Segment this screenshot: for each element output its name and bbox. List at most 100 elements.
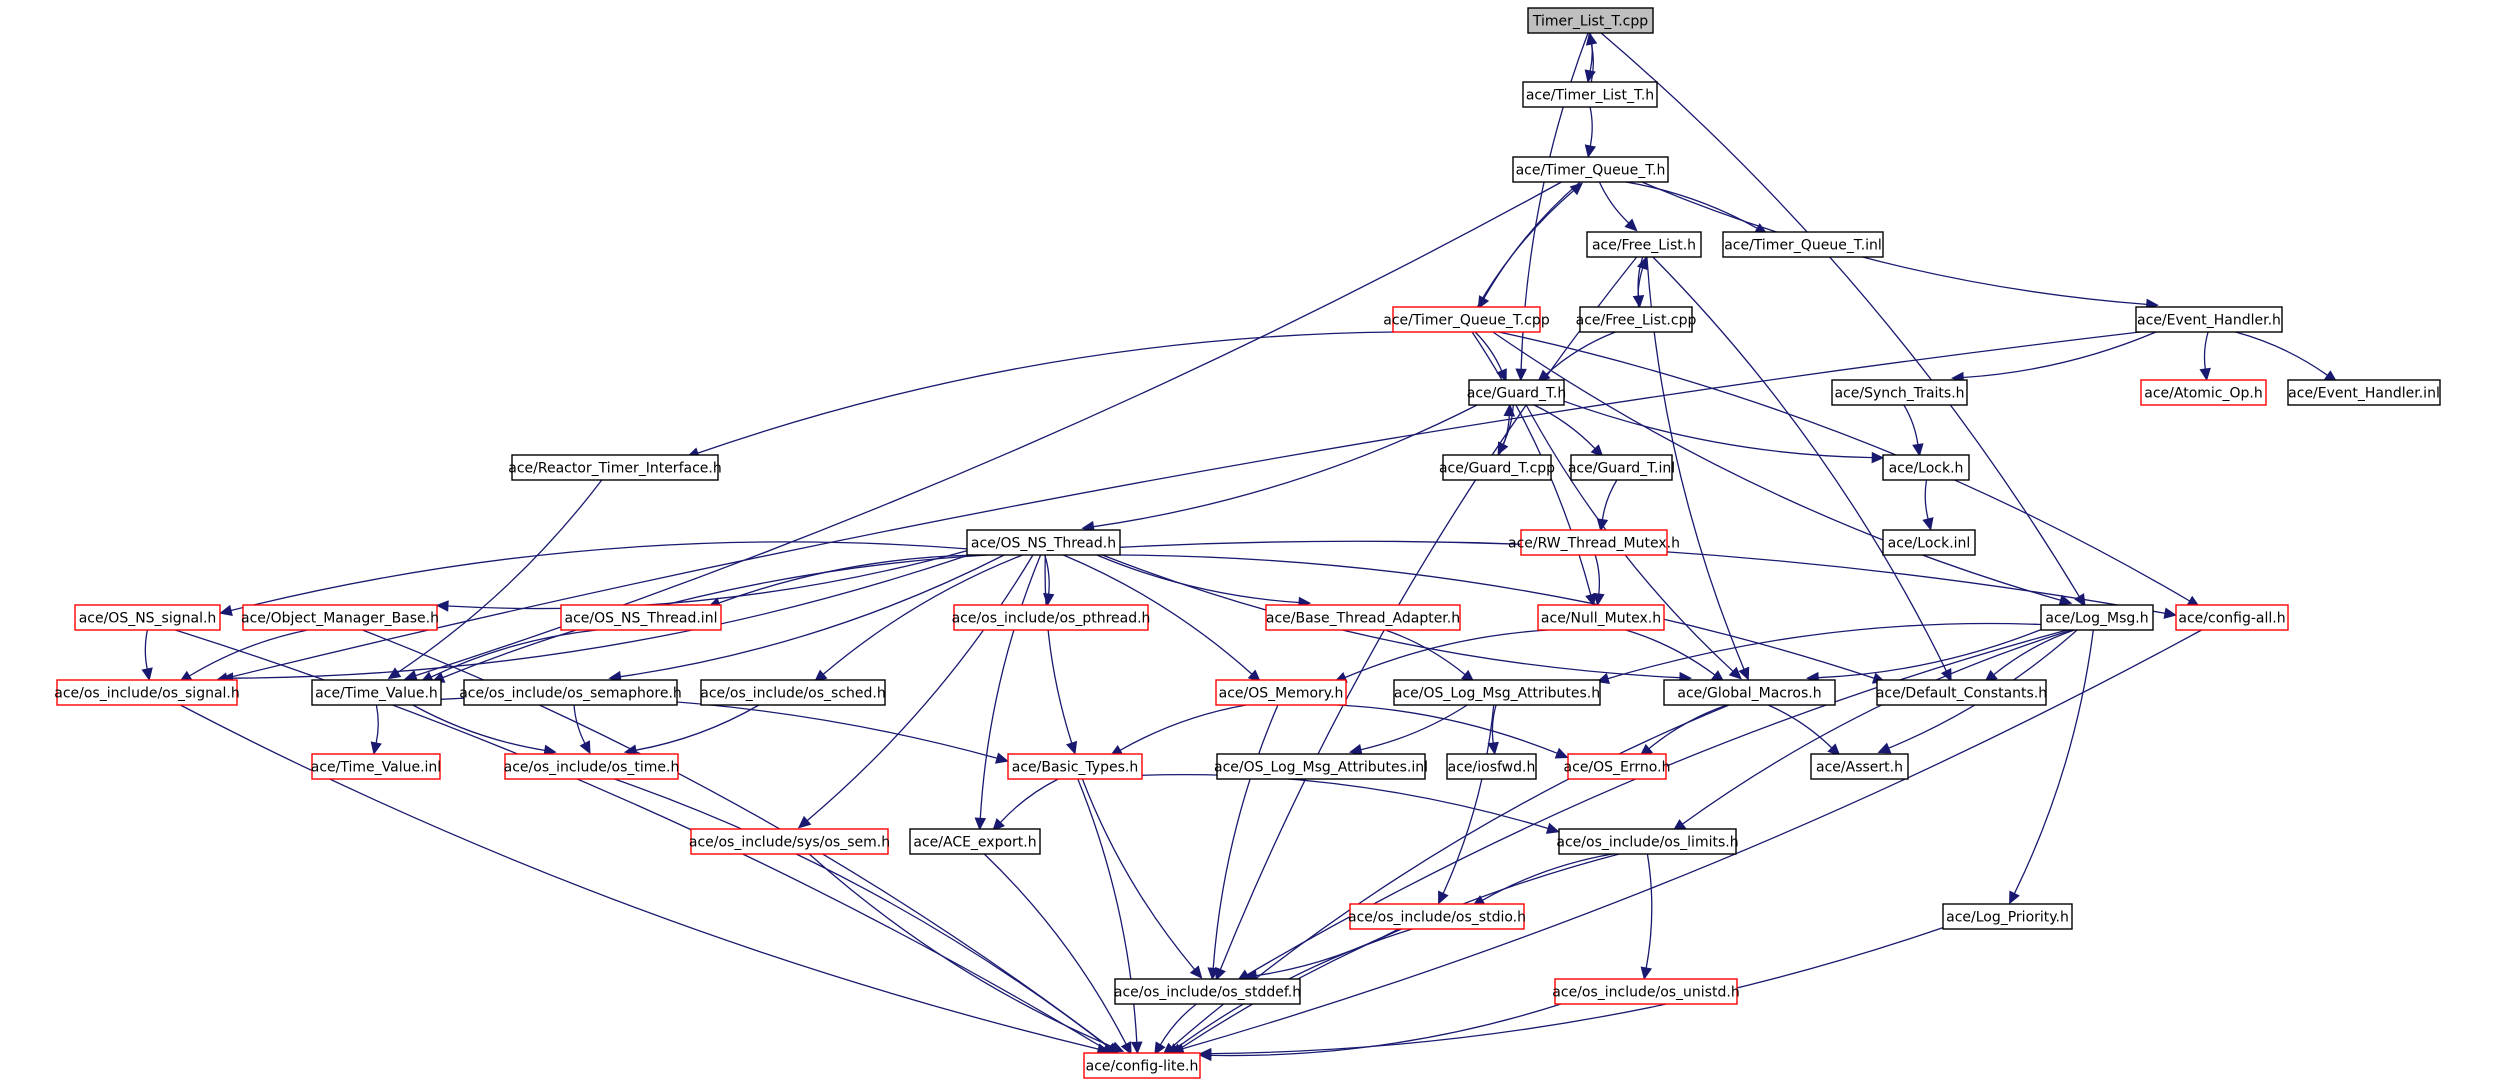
node-ace-os-include-os-sched-h[interactable]: ace/os_include/os_sched.h — [700, 679, 886, 706]
node-ace-default-constants-h[interactable]: ace/Default_Constants.h — [1876, 679, 2047, 706]
node-ace-timer-list-t-h[interactable]: ace/Timer_List_T.h — [1522, 81, 1658, 108]
edge-line — [1993, 629, 2075, 676]
node-ace-os-errno-h[interactable]: ace/OS_Errno.h — [1564, 753, 1671, 780]
node-ace-os-memory-h[interactable]: ace/OS_Memory.h — [1215, 679, 1347, 706]
node-ace-rw-thread-mutex-h[interactable]: ace/RW_Thread_Mutex.h — [1508, 529, 1680, 556]
edge-arrowhead — [1477, 295, 1490, 310]
node-ace-guard-t-h[interactable]: ace/Guard_T.h — [1467, 379, 1567, 406]
nodes-layer: Timer_List_T.cpp ace/Timer_List_T.h ace/Ti… — [54, 7, 2441, 1079]
edge-arrowhead — [387, 667, 402, 680]
node-timer-list-t-cpp[interactable]: Timer_List_T.cpp — [1527, 7, 1654, 34]
edge-line — [1256, 928, 1400, 977]
node-ace-os-log-msg-attributes-h[interactable]: ace/OS_Log_Msg_Attributes.h — [1393, 679, 1601, 706]
node-ace-ace-export-h[interactable]: ace/ACE_export.h — [909, 828, 1041, 855]
node-ace-free-list-h[interactable]: ace/Free_List.h — [1586, 231, 1702, 258]
node-label: ace/os_include/os_limits.h — [1556, 835, 1738, 851]
node-ace-null-mutex-h[interactable]: ace/Null_Mutex.h — [1537, 604, 1665, 631]
node-box — [1882, 454, 1970, 481]
edge-line — [144, 629, 149, 670]
node-ace-log-msg-h[interactable]: ace/Log_Msg.h — [2040, 604, 2154, 631]
node-ace-os-log-msg-attributes-inl[interactable]: ace/OS_Log_Msg_Attributes.inl — [1214, 753, 1428, 780]
node-ace-iosfwd-h[interactable]: ace/iosfwd.h — [1446, 753, 1537, 780]
edge-arrowhead — [992, 818, 1006, 832]
node-box — [1446, 753, 1537, 780]
node-ace-assert-h[interactable]: ace/Assert.h — [1810, 753, 1909, 780]
node-label: ace/ACE_export.h — [913, 835, 1036, 851]
edge-arrowhead — [1585, 32, 1598, 46]
node-ace-time-value-inl[interactable]: ace/Time_Value.inl — [311, 753, 441, 780]
edge-line — [1102, 554, 1680, 679]
node-box — [511, 454, 719, 481]
node-ace-global-macros-h[interactable]: ace/Global_Macros.h — [1663, 679, 1836, 706]
node-ace-config-all-h[interactable]: ace/config-all.h — [2175, 604, 2289, 631]
node-ace-timer-queue-t-cpp[interactable]: ace/Timer_Queue_T.cpp — [1383, 306, 1550, 333]
edge-line — [1344, 629, 1548, 679]
node-label: ace/Default_Constants.h — [1876, 686, 2047, 702]
node-ace-os-include-os-semaphore-h[interactable]: ace/os_include/os_semaphore.h — [459, 679, 682, 706]
node-box — [1393, 679, 1601, 706]
node-ace-os-include-sys-os-sem-h[interactable]: ace/os_include/sys/os_sem.h — [689, 828, 890, 855]
node-ace-os-include-os-pthread-h[interactable]: ace/os_include/os_pthread.h — [952, 604, 1151, 631]
node-label: ace/Event_Handler.h — [2137, 313, 2281, 329]
edge-arrowhead — [219, 604, 233, 617]
node-label: ace/Free_List.cpp — [1576, 313, 1697, 329]
node-ace-basic-types-h[interactable]: ace/Basic_Types.h — [1007, 753, 1143, 780]
node-ace-config-lite-h[interactable]: ace/config-lite.h — [1083, 1052, 1201, 1079]
edge-arrowhead — [1348, 744, 1363, 756]
node-ace-base-thread-adapter-h[interactable]: ace/Base_Thread_Adapter.h — [1265, 604, 1461, 631]
node-label: ace/Object_Manager_Base.h — [241, 611, 439, 627]
node-box — [1579, 306, 1693, 333]
node-box — [700, 679, 886, 706]
edge-line — [175, 629, 1105, 1050]
edge-line — [1625, 181, 1758, 229]
node-box — [1265, 604, 1461, 631]
node-ace-os-ns-thread-h[interactable]: ace/OS_NS_Thread.h — [966, 529, 1121, 556]
node-ace-os-include-os-stddef-h[interactable]: ace/os_include/os_stddef.h — [1114, 978, 1301, 1005]
node-box — [1083, 1052, 1201, 1079]
node-ace-os-include-os-stdio-h[interactable]: ace/os_include/os_stdio.h — [1348, 903, 1526, 930]
node-ace-lock-h[interactable]: ace/Lock.h — [1882, 454, 1970, 481]
edge-line — [397, 479, 603, 674]
node-ace-guard-t-inl[interactable]: ace/Guard_T.inl — [1568, 454, 1675, 481]
node-box — [1215, 679, 1347, 706]
node-ace-object-manager-base-h[interactable]: ace/Object_Manager_Base.h — [241, 604, 439, 631]
edge-arrowhead — [1912, 443, 1924, 457]
edge-arrowhead — [1487, 741, 1499, 756]
edge-line — [822, 554, 1023, 675]
edge-arrowhead — [1640, 966, 1653, 980]
edge-arrowhead — [1496, 368, 1507, 383]
node-ace-os-include-os-unistd-h[interactable]: ace/os_include/os_unistd.h — [1552, 978, 1740, 1005]
node-box — [1722, 231, 1884, 258]
node-ace-reactor-timer-interface-h[interactable]: ace/Reactor_Timer_Interface.h — [508, 454, 722, 481]
node-ace-lock-inl[interactable]: ace/Lock.inl — [1882, 529, 1976, 556]
edge-line — [983, 853, 1127, 1045]
node-box — [1554, 978, 1738, 1005]
node-ace-os-ns-signal-h[interactable]: ace/OS_NS_signal.h — [74, 604, 221, 631]
edge-line — [1385, 629, 1466, 676]
node-box — [1663, 679, 1836, 706]
node-label: ace/OS_NS_Thread.h — [971, 536, 1116, 552]
node-label: ace/Assert.h — [1816, 760, 1903, 776]
node-ace-event-handler-inl[interactable]: ace/Event_Handler.inl — [2287, 379, 2441, 406]
node-ace-free-list-cpp[interactable]: ace/Free_List.cpp — [1576, 306, 1697, 333]
node-ace-atomic-op-h[interactable]: ace/Atomic_Op.h — [2140, 379, 2267, 406]
edge-arrowhead — [2058, 594, 2073, 606]
edge-arrowhead — [995, 752, 1009, 764]
edge-arrowhead — [2163, 607, 2177, 619]
node-ace-synch-traits-h[interactable]: ace/Synch_Traits.h — [1831, 379, 1968, 406]
edge-line — [1159, 1003, 1197, 1046]
node-ace-time-value-h[interactable]: ace/Time_Value.h — [311, 679, 442, 706]
node-ace-timer-queue-t-inl[interactable]: ace/Timer_Queue_T.inl — [1722, 231, 1884, 258]
node-label: ace/Null_Mutex.h — [1541, 611, 1661, 627]
node-ace-os-include-os-signal-h[interactable]: ace/os_include/os_signal.h — [54, 679, 240, 706]
node-ace-event-handler-h[interactable]: ace/Event_Handler.h — [2135, 306, 2283, 333]
node-ace-timer-queue-t-h[interactable]: ace/Timer_Queue_T.h — [1512, 156, 1669, 183]
node-ace-os-ns-thread-inl[interactable]: ace/OS_NS_Thread.inl — [560, 604, 722, 631]
node-ace-guard-t-cpp[interactable]: ace/Guard_T.cpp — [1439, 454, 1555, 481]
node-ace-os-include-os-limits-h[interactable]: ace/os_include/os_limits.h — [1556, 828, 1739, 855]
node-label: ace/RW_Thread_Mutex.h — [1508, 536, 1680, 552]
node-ace-os-include-os-time-h[interactable]: ace/os_include/os_time.h — [504, 753, 680, 780]
edge-line — [1360, 704, 1468, 751]
node-ace-log-priority-h[interactable]: ace/Log_Priority.h — [1942, 903, 2073, 930]
